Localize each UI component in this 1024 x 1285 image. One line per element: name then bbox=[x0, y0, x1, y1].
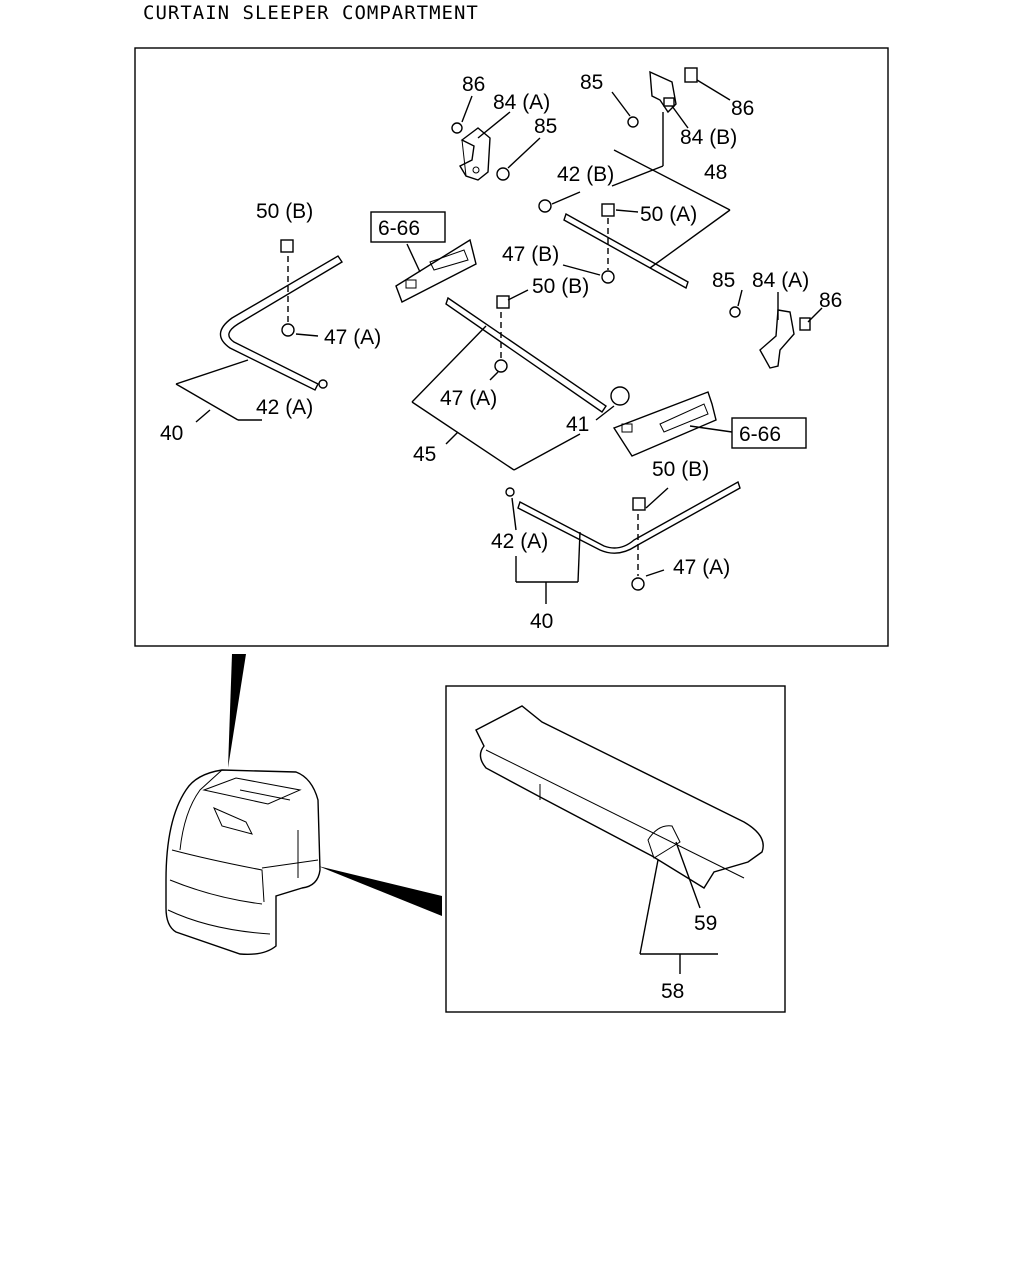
callout-48: 48 bbox=[704, 161, 727, 184]
inset-frame bbox=[445, 685, 786, 1013]
callout-84b: 84 (B) bbox=[680, 126, 737, 149]
bracket-84a-right bbox=[729, 306, 811, 369]
callout-86-b: 86 bbox=[731, 97, 754, 120]
callout-41: 41 bbox=[566, 413, 589, 436]
callout-86-c: 86 bbox=[819, 289, 842, 312]
trim-cover-left bbox=[395, 238, 477, 303]
callout-50b-mid: 50 (B) bbox=[532, 275, 589, 298]
callout-40-left: 40 bbox=[160, 422, 183, 445]
bracket-84b-top-right bbox=[627, 67, 698, 128]
diagram-title: CURTAIN SLEEPER COMPARTMENT bbox=[143, 2, 479, 24]
pointer-wedge-right bbox=[318, 866, 442, 916]
callout-84a-c: 84 (A) bbox=[752, 269, 809, 292]
callout-59: 59 bbox=[694, 912, 717, 935]
callout-86-a: 86 bbox=[462, 73, 485, 96]
callout-50b-left: 50 (B) bbox=[256, 200, 313, 223]
truck-cab-illustration bbox=[165, 769, 321, 956]
callout-47a-bottom: 47 (A) bbox=[673, 556, 730, 579]
trim-cover-right bbox=[612, 391, 717, 457]
callout-42b: 42 (B) bbox=[557, 163, 614, 186]
reference-box-left bbox=[370, 211, 446, 243]
callout-58: 58 bbox=[661, 980, 684, 1003]
callout-84a-a: 84 (A) bbox=[493, 91, 550, 114]
bracket-84a-top-left bbox=[451, 122, 510, 181]
callout-47b: 47 (B) bbox=[502, 243, 559, 266]
callout-40-bottom: 40 bbox=[530, 610, 553, 633]
callout-47a-left: 47 (A) bbox=[324, 326, 381, 349]
callout-47a-mid: 47 (A) bbox=[440, 387, 497, 410]
callout-42a-bottom: 42 (A) bbox=[491, 530, 548, 553]
callout-42a-left: 42 (A) bbox=[256, 396, 313, 419]
sleeper-panel-58 bbox=[475, 705, 764, 889]
curtain-rail-48 bbox=[538, 199, 689, 290]
callout-85-a: 85 bbox=[534, 115, 557, 138]
main-diagram-frame bbox=[134, 47, 889, 647]
callout-45: 45 bbox=[413, 443, 436, 466]
callout-50a: 50 (A) bbox=[640, 203, 697, 226]
curtain-rail-40-left bbox=[219, 239, 343, 391]
callout-85-c: 85 bbox=[712, 269, 735, 292]
callout-50b-bottom: 50 (B) bbox=[652, 458, 709, 481]
reference-box-right bbox=[731, 417, 807, 449]
callout-85-b: 85 bbox=[580, 71, 603, 94]
ref-6-66-left: 6-66 bbox=[378, 217, 420, 240]
pointer-wedge-top bbox=[228, 654, 246, 768]
curtain-rail-40-bottom bbox=[505, 480, 741, 591]
ref-6-66-right: 6-66 bbox=[739, 423, 781, 446]
